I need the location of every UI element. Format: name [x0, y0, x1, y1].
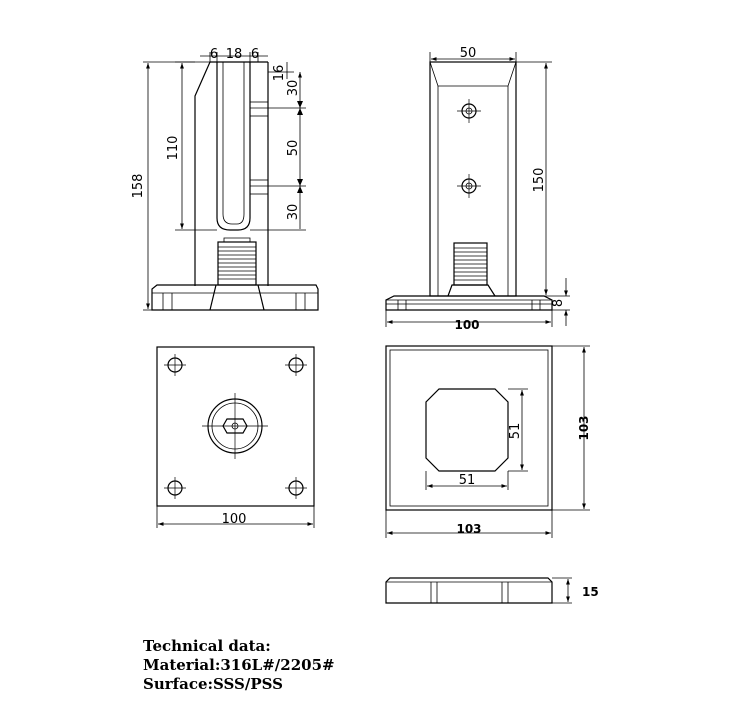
technical-heading: Technical data: — [143, 637, 271, 655]
dim-100-base: 100 — [222, 512, 247, 527]
dim-51-horizontal: 51 — [459, 473, 476, 488]
dim-15: 15 — [582, 585, 599, 599]
technical-data: Technical data: Material:316L#/2205# Sur… — [143, 637, 335, 694]
dim-30-bottom: 30 — [286, 204, 301, 221]
dim-103-horizontal: 103 — [456, 522, 481, 536]
front-view: 50 150 8 100 — [385, 46, 570, 332]
surface-line: Surface:SSS/PSS — [143, 675, 283, 693]
cover-top-view: 51 51 103 103 — [385, 345, 591, 538]
material-line: Material:316L#/2205# — [143, 656, 335, 674]
dim-6-left: 6 — [210, 47, 218, 62]
dim-30-top: 30 — [286, 80, 301, 97]
dim-8: 8 — [551, 299, 566, 307]
dim-51-vertical: 51 — [508, 423, 523, 440]
cover-side-view: 15 — [385, 577, 599, 604]
dim-100-front: 100 — [454, 318, 479, 332]
dim-103-vertical: 103 — [577, 415, 591, 440]
dim-150: 150 — [532, 168, 547, 193]
base-top-view: 100 — [156, 346, 315, 528]
dim-18: 18 — [226, 47, 243, 62]
dim-16: 16 — [272, 65, 287, 82]
dim-50: 50 — [286, 140, 301, 157]
dim-6-right: 6 — [251, 47, 259, 62]
dim-50-front: 50 — [460, 46, 477, 61]
dim-110: 110 — [166, 136, 181, 161]
dim-158: 158 — [131, 174, 146, 199]
side-view: 158 110 6 18 6 16 30 50 30 — [131, 47, 319, 311]
